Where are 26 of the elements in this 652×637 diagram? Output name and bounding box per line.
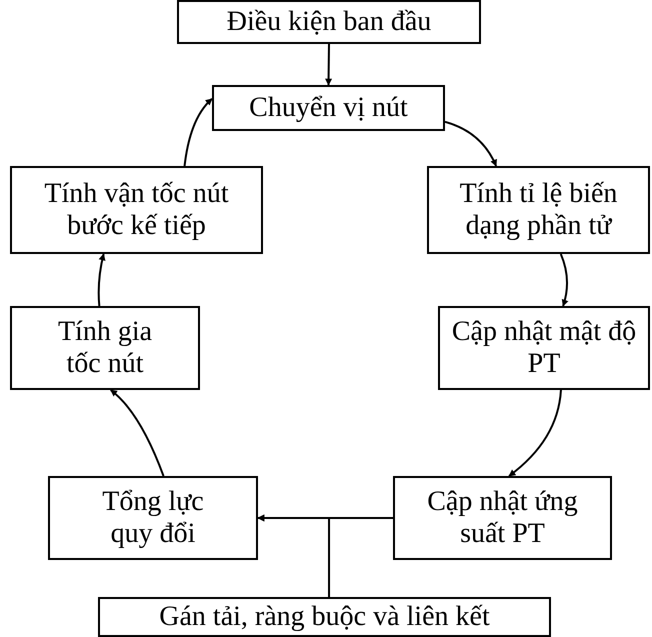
arrow — [110, 389, 164, 476]
process-box — [212, 85, 445, 131]
process-box — [10, 166, 263, 254]
process-box — [438, 306, 650, 390]
process-box — [48, 476, 258, 560]
arrow — [184, 98, 213, 166]
arrow — [325, 44, 332, 86]
process-box — [427, 166, 650, 254]
process-box — [98, 597, 551, 637]
box-label: Tính vận tốc nút bước kế tiếp — [43, 178, 230, 242]
process-box — [393, 476, 612, 560]
process-box — [177, 0, 481, 44]
box-label: Cập nhật ứng suất PT — [426, 486, 579, 550]
box-label: Điều kiện ban đầu — [226, 6, 432, 38]
box-label: Cập nhật mật độ PT — [450, 316, 638, 380]
arrow — [508, 390, 562, 477]
box-label: Gán tải, ràng buộc và liên kết — [159, 600, 490, 634]
arrow — [257, 514, 330, 597]
box-label: Tổng lực quy đổi — [101, 486, 205, 550]
arrow — [560, 254, 568, 307]
box-label: Chuyển vị nút — [249, 92, 408, 124]
arrow — [98, 253, 106, 306]
box-label: Tính gia tốc nút — [56, 316, 154, 380]
arrow — [444, 120, 498, 167]
box-label: Tính tỉ lệ biến dạng phần tử — [458, 178, 618, 242]
process-box — [10, 306, 200, 390]
